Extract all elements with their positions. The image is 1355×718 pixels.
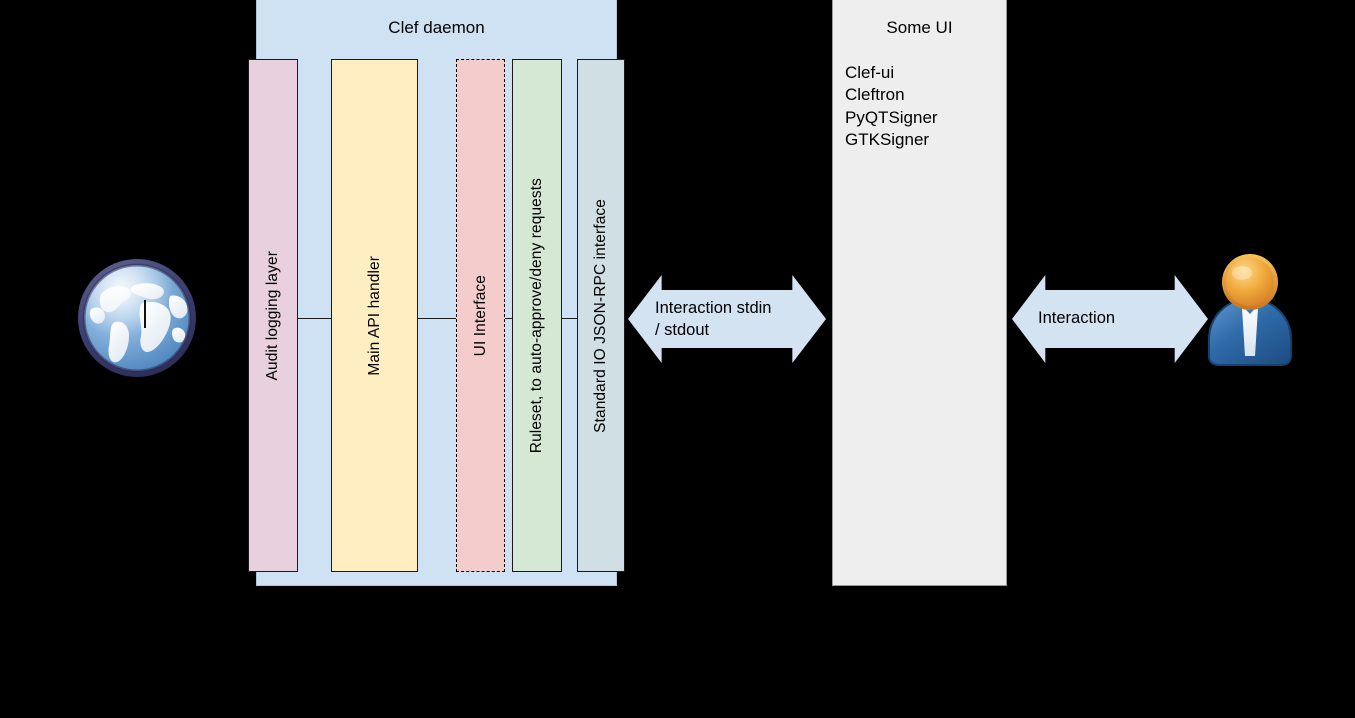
user-icon xyxy=(1203,252,1297,372)
column-label-ui-interface: UI Interface xyxy=(471,274,489,357)
connector-line-4 xyxy=(562,318,578,319)
list-item: Clef-ui xyxy=(845,63,895,82)
some-ui-list: Clef-ui Cleftron PyQTSigner GTKSigner xyxy=(845,62,938,151)
arrow-label-interaction: Interaction xyxy=(1038,309,1116,327)
column-label-stdio-json-rpc-interface: Standard IO JSON-RPC interface xyxy=(592,198,609,433)
column-ruleset: Ruleset, to auto-approve/deny requests xyxy=(512,59,562,572)
column-label-main-api-handler: Main API handler xyxy=(365,255,383,376)
arrow-label-stdin-stdout: Interaction stdin / stdout xyxy=(655,299,772,339)
globe-icon xyxy=(75,256,199,380)
connector-line-2 xyxy=(418,318,456,319)
column-label-audit-logging-layer: Audit logging layer xyxy=(264,250,281,381)
clef-daemon-title: Clef daemon xyxy=(388,18,485,37)
column-label-ruleset: Ruleset, to auto-approve/deny requests xyxy=(528,177,545,454)
clef-daemon-container: Clef daemon xyxy=(256,0,617,586)
column-ui-interface: UI Interface xyxy=(456,59,505,572)
list-item: GTKSigner xyxy=(845,129,930,149)
some-ui-container: Some UI Clef-ui Cleftron PyQTSigner GTKS… xyxy=(832,0,1007,586)
connector-line-1 xyxy=(298,318,331,319)
list-item: PyQTSigner xyxy=(845,107,938,127)
column-main-api-handler: Main API handler xyxy=(331,59,418,572)
list-item: Cleftron xyxy=(845,85,905,105)
some-ui-title: Some UI xyxy=(886,18,953,37)
connector-line-3 xyxy=(505,318,513,319)
column-stdio-json-rpc-interface: Standard IO JSON-RPC interface xyxy=(577,59,625,572)
column-audit-logging-layer: Audit logging layer xyxy=(248,59,298,572)
